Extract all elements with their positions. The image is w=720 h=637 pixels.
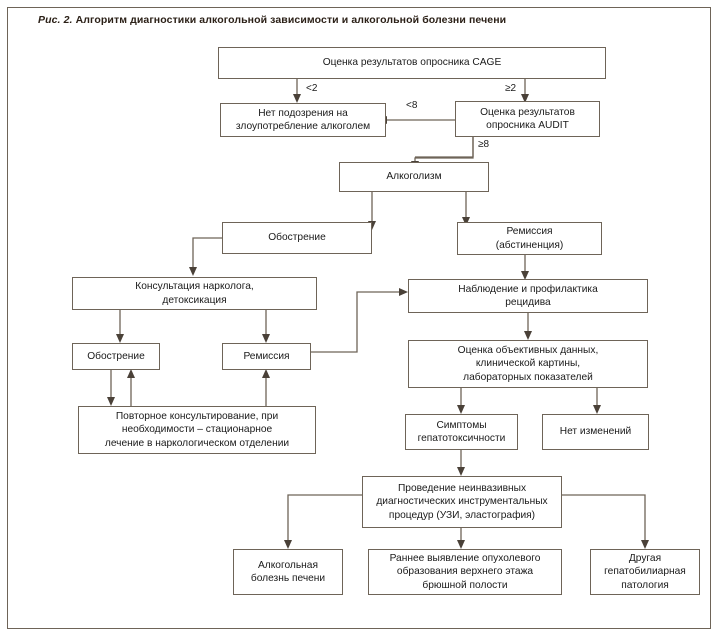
node-remission-top-line2: (абстиненция) (495, 239, 564, 251)
node-tumor-detection[interactable]: Раннее выявление опухолевого образования… (368, 549, 562, 595)
node-objective-assessment[interactable]: Оценка объективных данных, клинической к… (408, 340, 648, 388)
edge-label-audit-ge8: ≥8 (478, 139, 490, 150)
node-no-changes-line1: Нет изменений (559, 426, 632, 438)
node-audit-line2: опросника AUDIT (486, 120, 569, 131)
node-consultation[interactable]: Консультация нарколога, детоксикация (72, 277, 317, 310)
node-no-suspicion-line1: Нет подозрения на (258, 107, 348, 119)
node-consultation-line2: детоксикация (162, 294, 227, 306)
figure-label: Рис. 2. (38, 14, 76, 26)
node-alcoholic-liver-disease[interactable]: Алкогольная болезнь печени (233, 549, 343, 595)
node-objective-line3: лабораторных показателей (463, 371, 593, 383)
node-remission-mid-line1: Ремиссия (243, 350, 290, 362)
node-procedures-line3: процедур (УЗИ, эластография) (388, 509, 536, 521)
node-remission-top-line1: Ремиссия (506, 226, 553, 238)
node-repeat-consultation[interactable]: Повторное консультирование, при необходи… (78, 406, 316, 454)
node-procedures-line1: Проведение неинвазивных (397, 483, 527, 495)
node-objective-line2: клинической картины, (475, 358, 581, 370)
node-consultation-line1: Консультация нарколога, (135, 281, 254, 293)
node-observation[interactable]: Наблюдение и профилактика рецидива (408, 279, 648, 313)
edge-label-cage-ge2: ≥2 (505, 83, 517, 94)
figure-frame (7, 7, 711, 629)
node-no-suspicion-line2: злоупотребление алкоголем (235, 121, 371, 132)
node-alcoholism[interactable]: Алкоголизм (339, 162, 489, 192)
node-exacerbation-top-line1: Обострение (268, 232, 326, 244)
node-hepatotox-line2: гепатотоксичности (417, 433, 506, 444)
node-remission-mid[interactable]: Ремиссия (222, 343, 311, 370)
node-repeat-line1: Повторное консультирование, при (115, 411, 279, 423)
edge-label-cage-lt2: <2 (306, 83, 318, 94)
node-cage-line1: Оценка результатов опросника CAGE (322, 57, 502, 69)
node-remission-top[interactable]: Ремиссия (абстиненция) (457, 222, 602, 255)
node-alcoholism-line1: Алкоголизм (386, 171, 442, 183)
node-other-line1: Другая (628, 553, 662, 565)
node-repeat-line3: лечение в наркологическом отделении (104, 437, 290, 449)
node-objective-line1: Оценка объективных данных, (457, 345, 599, 357)
node-tumor-line2: образования верхнего этажа (396, 566, 534, 578)
node-tumor-line3: брюшной полости (422, 579, 508, 591)
node-other-line3: патология (621, 579, 669, 591)
node-cage[interactable]: Оценка результатов опросника CAGE (218, 47, 606, 79)
node-tumor-line1: Раннее выявление опухолевого (389, 553, 541, 565)
node-other-line2: гепатобилиарная (604, 566, 686, 578)
figure-title: Рис. 2. Алгоритм диагностики алкогольной… (38, 14, 506, 26)
node-repeat-line2: необходимости – стационарное (121, 424, 273, 436)
node-ald-line1: Алкогольная (258, 559, 318, 571)
node-observation-line2: рецидива (505, 297, 551, 308)
figure-title-text: Алгоритм диагностики алкогольной зависим… (75, 14, 507, 26)
node-hepatotox-line1: Симптомы (436, 419, 487, 431)
node-procedures-line2: диагностических инструментальных (376, 496, 548, 508)
node-exacerbation-mid-line1: Обострение (87, 350, 145, 362)
node-ald-line2: болезнь печени (250, 573, 326, 584)
node-procedures[interactable]: Проведение неинвазивных диагностических … (362, 476, 562, 528)
node-audit[interactable]: Оценка результатов опросника AUDIT (455, 101, 600, 137)
node-exacerbation-mid[interactable]: Обострение (72, 343, 160, 370)
node-hepatotoxicity-symptoms[interactable]: Симптомы гепатотоксичности (405, 414, 518, 450)
node-exacerbation-top[interactable]: Обострение (222, 222, 372, 254)
node-audit-line1: Оценка результатов (480, 106, 575, 118)
node-no-suspicion[interactable]: Нет подозрения на злоупотребление алкого… (220, 103, 386, 137)
edge-label-audit-lt8: <8 (406, 100, 418, 111)
node-observation-line1: Наблюдение и профилактика (458, 283, 598, 295)
node-other-hepatobiliary-pathology[interactable]: Другая гепатобилиарная патология (590, 549, 700, 595)
node-no-changes[interactable]: Нет изменений (542, 414, 649, 450)
